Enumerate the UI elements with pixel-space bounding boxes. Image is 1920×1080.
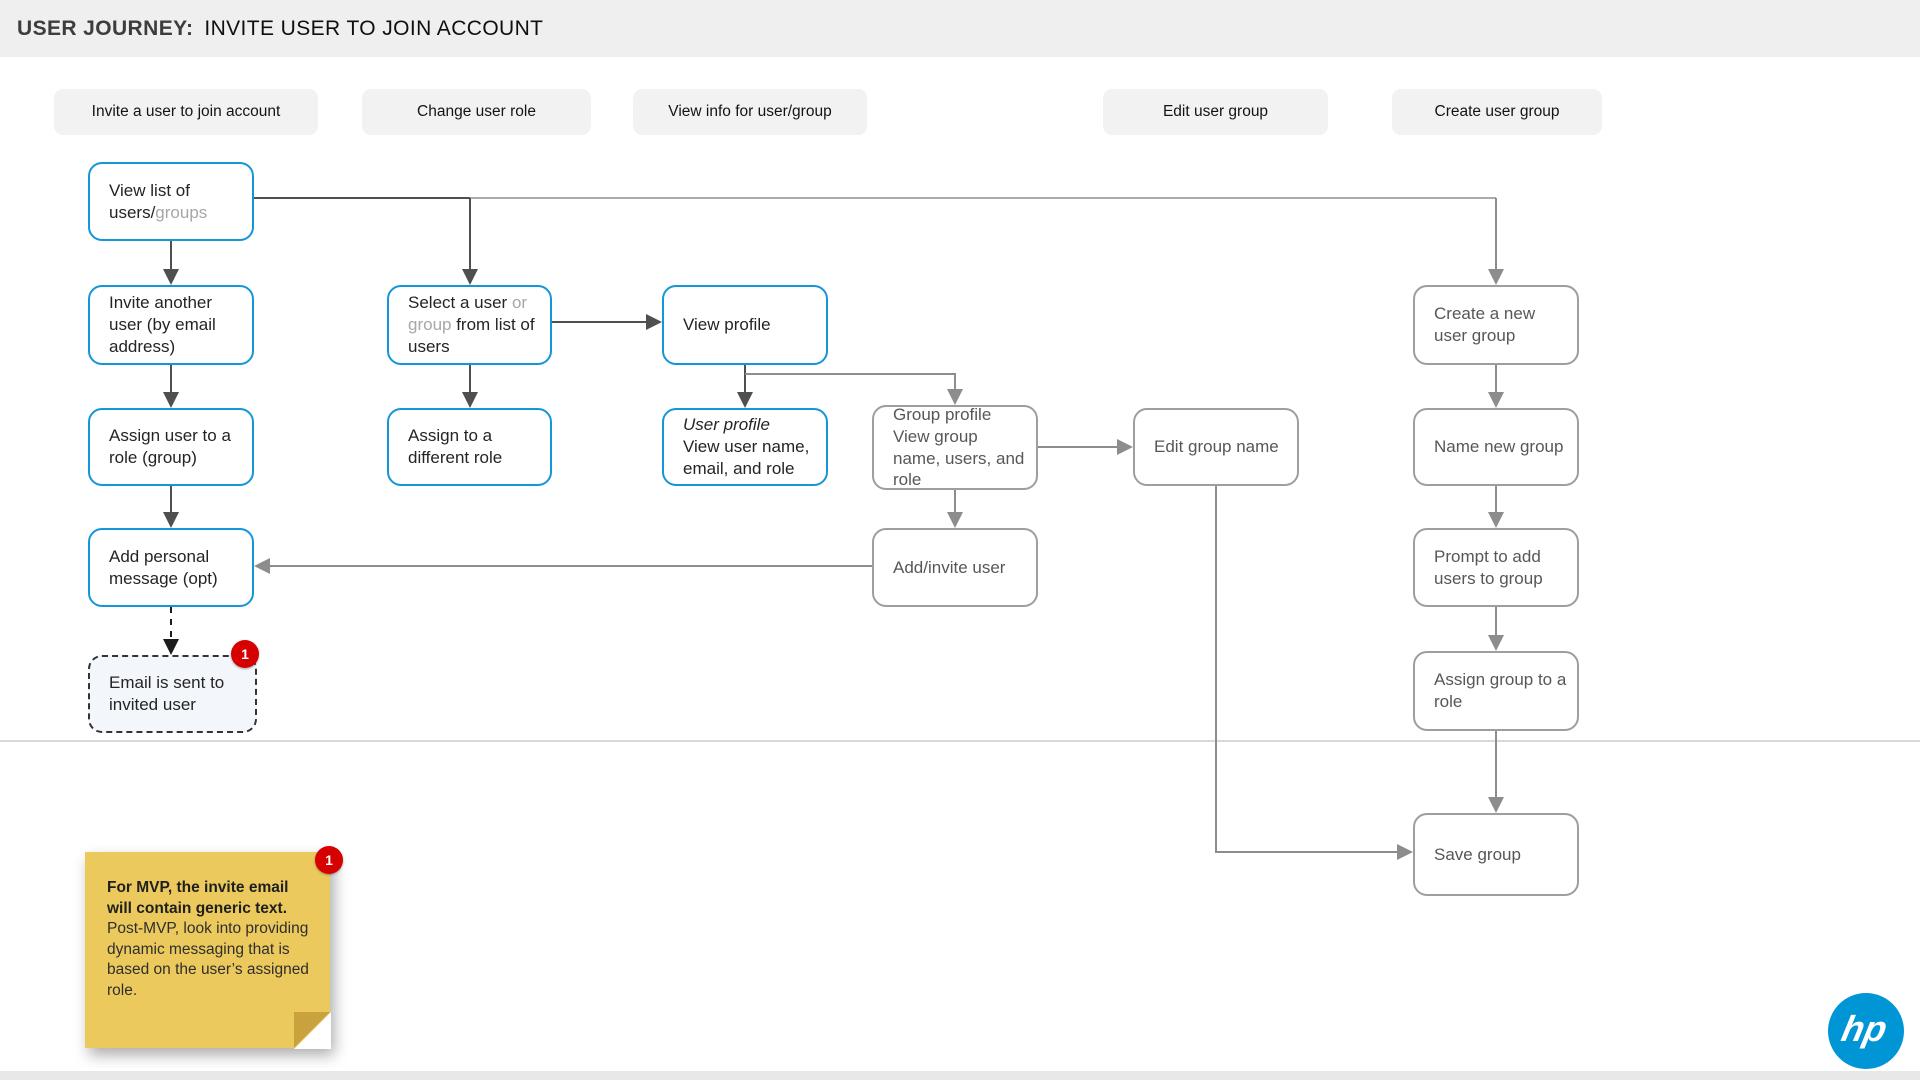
journey-tab-edit-group: Edit user group: [1103, 89, 1328, 135]
node-label-muted: groups: [155, 202, 208, 222]
node-label: Save group: [1434, 844, 1521, 864]
node-label-muted: or group: [408, 293, 528, 335]
sticky-note: For MVP, the invite email will contain g…: [85, 852, 331, 1049]
node-label: Name new group: [1434, 437, 1564, 457]
note-body-text: Post-MVP, look into providing dynamic me…: [107, 920, 309, 1000]
node-label: Assign user to a role (group): [109, 426, 231, 467]
node-label: Add/invite user: [893, 557, 1006, 577]
journey-tab-invite-user: Invite a user to join account: [54, 89, 318, 135]
node-assign-group-to-role: Assign group to a role: [1413, 651, 1579, 731]
note-bold-text: For MVP, the invite email will contain g…: [107, 879, 289, 917]
hp-logo: hp: [1828, 993, 1904, 1069]
node-assign-user-to-role: Assign user to a role (group): [88, 408, 254, 486]
node-label: Create a new user group: [1434, 304, 1536, 345]
node-create-user-group: Create a new user group: [1413, 285, 1579, 365]
node-name-new-group: Name new group: [1413, 408, 1579, 486]
node-label: Invite another user (by email address): [109, 293, 216, 356]
connector-arrow: [1215, 486, 1413, 860]
node-label: Assign group to a role: [1434, 670, 1567, 711]
node-prompt-add-users: Prompt to add users to group: [1413, 528, 1579, 607]
node-label: View list of users/: [109, 180, 190, 222]
node-label: Edit group name: [1154, 437, 1279, 457]
node-label: View group name, users, and role: [893, 426, 1025, 490]
node-label: from list of users: [408, 315, 535, 356]
hp-logo-text: hp: [1838, 1008, 1891, 1049]
node-label: View user name, email, and role: [683, 437, 810, 478]
bottom-border: [0, 1071, 1920, 1080]
node-label: Assign to a different role: [408, 426, 503, 467]
node-label: Email is sent to invited user: [109, 673, 225, 714]
node-title: User profile: [683, 415, 770, 435]
node-label: Add personal message (opt): [109, 546, 218, 588]
node-label: Prompt to add users to group: [1434, 546, 1543, 588]
node-email-sent: Email is sent to invited user: [88, 655, 257, 733]
journey-tab-create-group: Create user group: [1392, 89, 1602, 135]
node-label: Select a user: [408, 293, 512, 313]
node-add-personal-message: Add personal message (opt): [88, 528, 254, 607]
node-select-user: Select a user or group from list of user…: [387, 285, 552, 365]
journey-tab-change-role: Change user role: [362, 89, 591, 135]
connector-arrow: [745, 373, 963, 405]
node-view-list-of-users: View list of users/groups: [88, 162, 254, 241]
node-save-group: Save group: [1413, 813, 1579, 896]
page-title-prefix: USER JOURNEY:: [17, 16, 194, 40]
node-assign-different-role: Assign to a different role: [387, 408, 552, 486]
journey-tab-view-info: View info for user/group: [633, 89, 867, 135]
node-add-invite-user: Add/invite user: [872, 528, 1038, 607]
node-label: View profile: [683, 315, 771, 335]
title-bar: USER JOURNEY: INVITE USER TO JOIN ACCOUN…: [0, 0, 1920, 57]
node-view-profile: View profile: [662, 285, 828, 365]
note-badge: 1: [315, 846, 343, 874]
node-invite-another-user: Invite another user (by email address): [88, 285, 254, 365]
node-title: Group profile: [893, 405, 992, 424]
page-title: INVITE USER TO JOIN ACCOUNT: [204, 16, 544, 40]
node-edit-group-name: Edit group name: [1133, 408, 1299, 486]
email-note-badge: 1: [231, 640, 259, 668]
